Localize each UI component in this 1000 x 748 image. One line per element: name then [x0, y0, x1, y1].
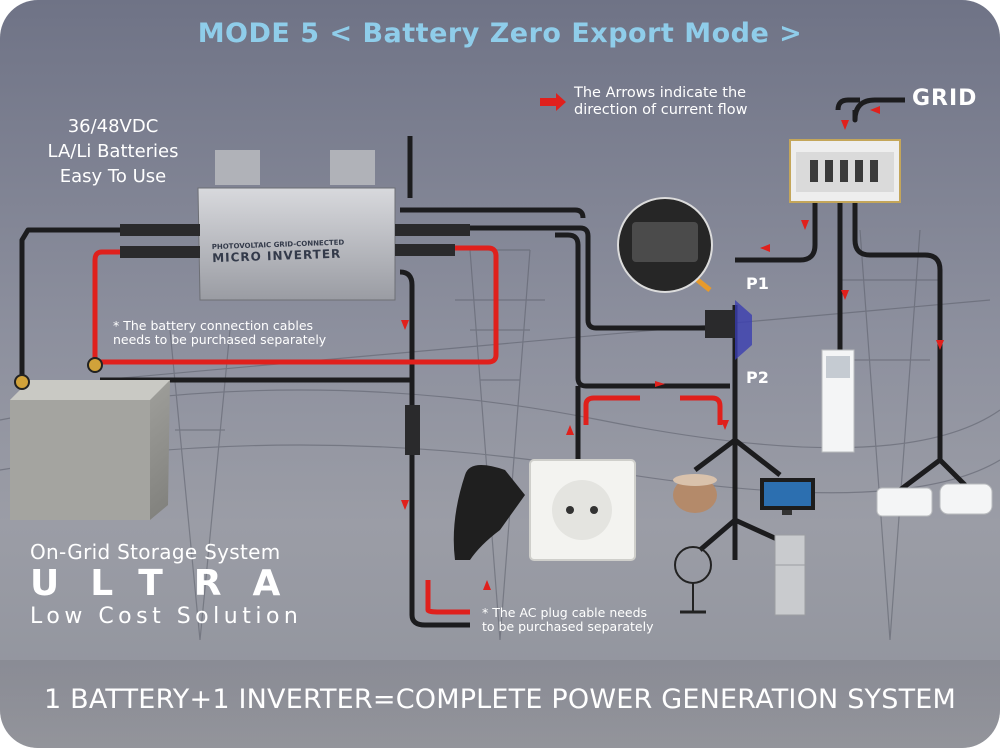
battery-easy-text: Easy To Use — [59, 166, 167, 187]
split-air-conditioner — [876, 483, 993, 517]
television — [760, 478, 815, 515]
brand-slogan: Low Cost Solution — [30, 604, 303, 629]
breaker-box — [789, 139, 901, 203]
dc-positive-wire — [92, 245, 499, 365]
direction-arrows — [401, 93, 944, 590]
grid-label: GRID — [912, 86, 978, 111]
brand-subtitle: On-Grid Storage System — [30, 540, 281, 564]
standing-fan — [674, 546, 712, 614]
brand-name: ULTRA — [30, 563, 312, 604]
legend-arrow-icon — [540, 93, 566, 111]
p2-label: P2 — [746, 368, 769, 387]
battery-type-text: LA/Li Batteries — [47, 141, 179, 162]
battery-device — [10, 357, 170, 520]
diagram-title: MODE 5 < Battery Zero Export Mode > — [197, 18, 803, 49]
dc-negative-wire — [19, 225, 708, 375]
ac-plug — [453, 465, 525, 560]
bottom-banner — [0, 660, 1000, 748]
battery-voltage-text: 36/48VDC — [67, 116, 159, 137]
flow-highlights — [425, 395, 723, 615]
tagline: 1 BATTERY+1 INVERTER=COMPLETE POWER GENE… — [43, 684, 957, 715]
plug-cable-note: * The AC plug cable needs to be purchase… — [482, 605, 654, 634]
battery-label: 36/48VDC LA/Li Batteries Easy To Use — [18, 114, 208, 189]
ac-connector — [405, 405, 420, 455]
rice-cooker — [673, 474, 717, 513]
ct-sensor — [683, 268, 752, 360]
ct-zoom-inset — [617, 197, 713, 293]
wall-socket — [529, 459, 636, 561]
floor-air-conditioner — [821, 349, 855, 453]
refrigerator — [774, 534, 806, 616]
battery-cable-note: * The battery connection cables needs to… — [113, 318, 327, 347]
arrow-legend: The Arrows indicate the direction of cur… — [574, 85, 748, 118]
p1-label: P1 — [746, 274, 769, 293]
micro-inverter-device — [120, 136, 470, 301]
